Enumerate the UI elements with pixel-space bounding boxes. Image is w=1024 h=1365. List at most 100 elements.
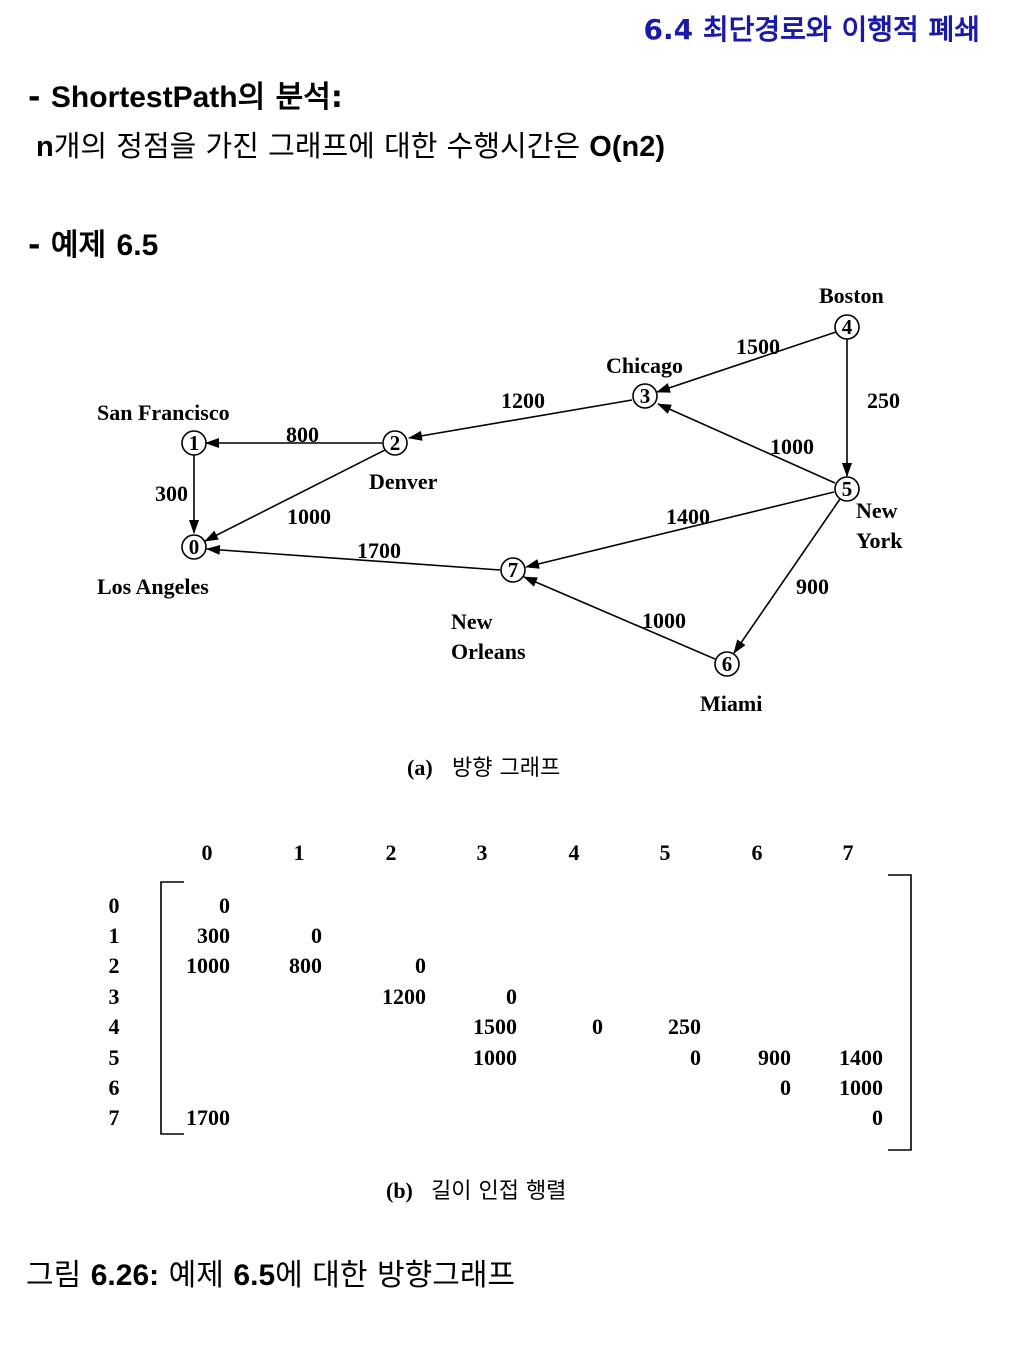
row-header-7: 7: [109, 1105, 120, 1130]
edge-5-7: [525, 491, 835, 569]
node-id-0: 0: [189, 535, 200, 559]
edge-3-2: [408, 399, 633, 441]
city-label-denver: Denver: [369, 469, 438, 494]
matrix-cell: 800: [289, 953, 322, 978]
matrix-cell: 0: [872, 1105, 883, 1130]
node-0: 0: [181, 534, 207, 560]
matrix-cell: 1500: [473, 1014, 517, 1039]
figure-caption-prefix: 그림: [26, 1258, 91, 1293]
matrix-cell: 250: [668, 1014, 701, 1039]
matrix-cell: 0: [780, 1075, 791, 1100]
edge-5-6: [733, 498, 841, 654]
node-2: 2: [382, 430, 408, 456]
city-label-miami: Miami: [700, 691, 762, 716]
node-id-3: 3: [640, 384, 651, 408]
matrix-cell: 900: [758, 1045, 791, 1070]
matrix-caption: (b) 길이 인접 행렬: [386, 1178, 566, 1204]
node-id-4: 4: [842, 315, 853, 339]
node-id-5: 5: [842, 477, 853, 501]
edge-4-3: [656, 331, 837, 393]
matrix-cell: 300: [197, 923, 230, 948]
col-header-5: 5: [660, 840, 671, 865]
analysis-prefix: -: [28, 80, 51, 115]
edge-5-3: [657, 403, 836, 484]
col-header-4: 4: [569, 840, 580, 865]
matrix-right-bracket: [888, 874, 912, 1151]
graph-caption: (a) 방향 그래프: [407, 755, 560, 781]
example-heading: - 예제 6.5: [28, 220, 158, 264]
col-header-0: 0: [202, 840, 213, 865]
graph-caption-text: 방향 그래프: [452, 756, 560, 781]
node-5: 5: [834, 476, 860, 502]
graph-caption-label: (a): [407, 755, 433, 780]
figure-caption-middle: 예제: [159, 1258, 234, 1293]
new-orleans-line-1: New: [451, 609, 493, 634]
matrix-cell: 1000: [186, 953, 230, 978]
matrix-cell: 0: [690, 1045, 701, 1070]
matrix-cells: 0 300 0 1000 800 0 1200 0 1500 0 250 1000 0 900 1400 0 1…: [186, 893, 883, 1130]
city-label-chicago: Chicago: [606, 353, 683, 378]
edge-2-0: [204, 449, 386, 542]
col-header-6: 6: [752, 840, 763, 865]
new-orleans-line-2: Orleans: [451, 639, 526, 664]
matrix-cell: 1400: [839, 1045, 883, 1070]
graph-nodes: 0 1 2 3 4 5 6 7: [181, 314, 860, 677]
matrix-column-headers: 0 1 2 3 4 5 6 7: [202, 840, 854, 865]
row-header-2: 2: [109, 953, 120, 978]
figure-caption-suffix: 에 대한 방향그래프: [275, 1258, 516, 1293]
weight-3-2: 1200: [501, 388, 545, 413]
edge-6-7: [523, 576, 716, 660]
matrix-cell: 0: [311, 923, 322, 948]
node-id-6: 6: [722, 652, 733, 676]
city-labels: Los Angeles San Francisco Denver Chicago…: [97, 283, 903, 716]
col-header-7: 7: [843, 840, 854, 865]
col-header-1: 1: [294, 840, 305, 865]
matrix-caption-label: (b): [386, 1178, 413, 1203]
matrix-left-bracket: [160, 881, 184, 1135]
weight-5-7: 1400: [666, 504, 710, 529]
matrix-cell: 0: [219, 893, 230, 918]
analysis-heading: - ShortestPath의 분석:: [28, 72, 343, 116]
row-header-6: 6: [109, 1075, 120, 1100]
matrix-cell: 0: [592, 1014, 603, 1039]
col-header-2: 2: [386, 840, 397, 865]
analysis-complexity: O(n2): [589, 131, 665, 163]
weight-7-0: 1700: [357, 538, 401, 563]
analysis-suffix: 의 분석:: [237, 80, 343, 115]
matrix-cell: 1000: [473, 1045, 517, 1070]
node-id-1: 1: [189, 431, 200, 455]
graph-edges: [189, 331, 852, 660]
weight-4-5: 250: [867, 388, 900, 413]
analysis-n: n: [36, 131, 54, 163]
edge-weights: 300 800 1000 1200 1500 250 1000 1400 900…: [155, 334, 900, 633]
matrix-cell: 1200: [382, 984, 426, 1009]
col-header-3: 3: [477, 840, 488, 865]
analysis-text: 개의 정점을 가진 그래프에 대한 수행시간은: [53, 129, 590, 163]
row-header-4: 4: [109, 1014, 120, 1039]
node-4: 4: [834, 314, 860, 340]
node-id-7: 7: [508, 558, 519, 582]
matrix-cell: 1700: [186, 1105, 230, 1130]
weight-6-7: 1000: [642, 608, 686, 633]
weight-2-1: 800: [286, 422, 319, 447]
weight-5-3: 1000: [770, 434, 814, 459]
node-6: 6: [714, 651, 740, 677]
figure-caption: 그림 6.26: 예제 6.5에 대한 방향그래프: [26, 1250, 515, 1294]
city-label-san-francisco: San Francisco: [97, 400, 230, 425]
figure-caption-ref: 6.5: [233, 1259, 276, 1292]
weight-1-0: 300: [155, 481, 188, 506]
analysis-function-name: ShortestPath: [50, 81, 238, 114]
matrix-cell: 0: [415, 953, 426, 978]
city-label-los-angeles: Los Angeles: [97, 574, 209, 599]
node-3: 3: [632, 383, 658, 409]
new-york-line-1: New: [856, 498, 898, 523]
city-label-boston: Boston: [819, 283, 884, 308]
edge-7-0: [206, 544, 501, 571]
weight-5-6: 900: [796, 574, 829, 599]
row-header-3: 3: [109, 984, 120, 1009]
weight-4-3: 1500: [736, 334, 780, 359]
